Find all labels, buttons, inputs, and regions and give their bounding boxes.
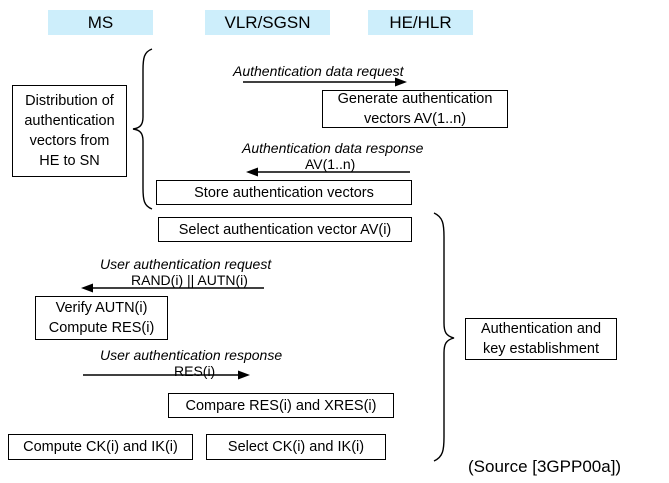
message-payload-user-auth-request: RAND(i) || AUTN(i) xyxy=(131,272,248,288)
message-payload-auth-data-response: AV(1..n) xyxy=(305,156,356,172)
action-verify-autn-line-1: Verify AUTN(i) xyxy=(55,300,148,316)
message-label-user-auth-request: User authentication request xyxy=(100,256,272,272)
phase-distribution-line-4: HE to SN xyxy=(39,153,100,169)
message-label-auth-data-response: Authentication data response xyxy=(242,140,424,156)
action-generate-av-line-1: Generate authentication xyxy=(337,91,493,107)
action-box-verify-autn: Verify AUTN(i) Compute RES(i) xyxy=(35,296,168,340)
phase-distribution-line-3: vectors from xyxy=(29,133,110,149)
source-note: (Source [3GPP00a]) xyxy=(468,457,622,476)
arrow-auth-data-response xyxy=(246,167,410,177)
brace-auth-key-establishment xyxy=(433,212,455,462)
action-compare-res-line-1: Compare RES(i) and XRES(i) xyxy=(185,397,377,414)
action-box-select-ck-ik: Select CK(i) and IK(i) xyxy=(206,434,386,460)
arrow-auth-data-request xyxy=(243,77,407,87)
phase-distribution-line-1: Distribution of xyxy=(25,93,114,109)
action-verify-autn-line-2: Compute RES(i) xyxy=(48,320,155,336)
phase-distribution-line-2: authentication xyxy=(24,113,115,129)
arrow-user-auth-response xyxy=(83,370,250,380)
phase-box-auth-key-establishment: Authentication and key establishment xyxy=(465,318,617,360)
arrow-user-auth-request xyxy=(81,283,264,293)
lane-header-he-hlr: HE/HLR xyxy=(368,10,473,35)
phase-auth-key-line-2: key establishment xyxy=(482,341,600,357)
action-box-generate-av: Generate authentication vectors AV(1..n) xyxy=(322,90,508,128)
action-box-compare-res: Compare RES(i) and XRES(i) xyxy=(168,393,394,418)
action-box-store-av: Store authentication vectors xyxy=(156,180,412,205)
action-select-ck-ik-line-1: Select CK(i) and IK(i) xyxy=(227,439,365,455)
lane-header-vlr-sgsn: VLR/SGSN xyxy=(205,10,330,35)
message-label-user-auth-response: User authentication response xyxy=(100,347,283,363)
phase-auth-key-line-1: Authentication and xyxy=(480,321,602,337)
lane-header-ms: MS xyxy=(48,10,153,35)
message-label-auth-data-request: Authentication data request xyxy=(233,63,404,79)
action-generate-av-line-2: vectors AV(1..n) xyxy=(363,111,467,127)
action-store-av-line-1: Store authentication vectors xyxy=(194,184,374,201)
action-compute-ck-ik-line-1: Compute CK(i) and IK(i) xyxy=(23,439,178,455)
brace-distribution xyxy=(132,48,153,210)
action-box-compute-ck-ik: Compute CK(i) and IK(i) xyxy=(8,434,193,460)
action-select-av-line-1: Select authentication vector AV(i) xyxy=(178,221,392,238)
phase-box-distribution: Distribution of authentication vectors f… xyxy=(12,85,127,177)
action-box-select-av: Select authentication vector AV(i) xyxy=(158,217,412,242)
